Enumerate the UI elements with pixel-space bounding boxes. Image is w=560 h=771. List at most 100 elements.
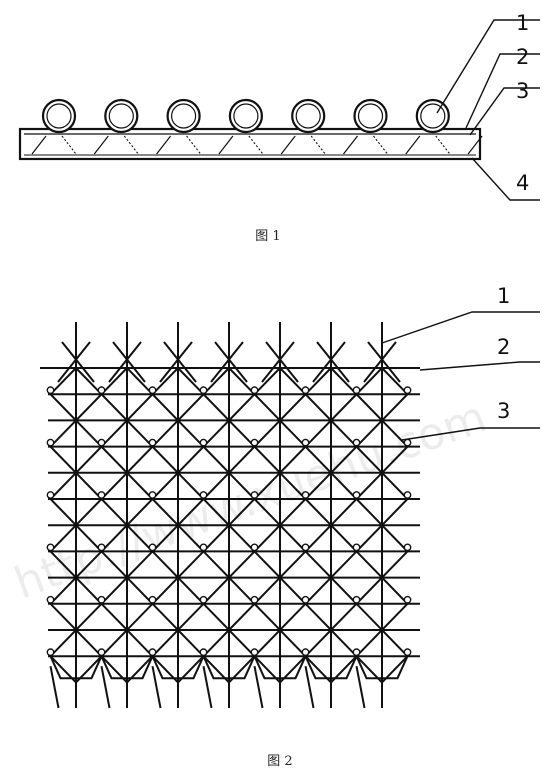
mesh-bottom-tail bbox=[253, 666, 264, 709]
hatch-solid bbox=[156, 135, 172, 155]
mesh-bottom-tail bbox=[151, 666, 162, 709]
leader-line bbox=[419, 361, 540, 371]
hatch-solid bbox=[343, 135, 358, 155]
mesh-bottom-tail bbox=[202, 666, 213, 709]
mesh-loop bbox=[403, 491, 412, 499]
mesh-loop bbox=[97, 648, 106, 657]
hatch-solid bbox=[93, 135, 109, 155]
leader-line bbox=[436, 19, 540, 114]
mesh-loop bbox=[301, 648, 310, 657]
figure-1-caption: 图 1 bbox=[255, 229, 280, 244]
fig2-label-1: 1 bbox=[497, 284, 510, 308]
figure-1-leader-lines bbox=[436, 19, 540, 201]
mesh-bottom-loop bbox=[100, 655, 154, 680]
hatch-dotted bbox=[123, 135, 139, 155]
fig2-label-3: 3 bbox=[497, 399, 510, 423]
mesh-bottom-loop bbox=[253, 655, 307, 680]
mesh-top-cross bbox=[316, 341, 350, 383]
mesh-loop bbox=[301, 491, 310, 499]
mesh-loop bbox=[97, 543, 106, 552]
figure-1-cross-section: 1 2 3 4 图 1 bbox=[18, 11, 540, 244]
mesh-loop bbox=[46, 491, 55, 499]
mesh-top-cross bbox=[367, 341, 401, 383]
mesh-diamond bbox=[49, 629, 103, 684]
leader-line bbox=[401, 427, 540, 441]
hatch-solid bbox=[467, 135, 483, 155]
leader-line bbox=[465, 53, 540, 129]
mesh-loop bbox=[46, 595, 55, 604]
mesh-loop bbox=[301, 438, 310, 447]
mesh-loop bbox=[148, 543, 157, 552]
mesh-loop bbox=[250, 543, 259, 552]
mesh-loop bbox=[199, 648, 208, 657]
tube bbox=[415, 98, 450, 134]
hatch-dotted bbox=[248, 135, 264, 155]
hatch-dotted bbox=[373, 135, 388, 155]
mesh-loop bbox=[352, 595, 361, 604]
mesh-loop bbox=[148, 386, 157, 395]
hatch-dotted bbox=[186, 135, 202, 155]
fig1-label-3: 3 bbox=[516, 79, 529, 103]
figure-2-mesh-plan: 1 2 3 图 2 bbox=[40, 284, 540, 769]
mesh-loop bbox=[352, 543, 361, 552]
mesh-bottom-loop bbox=[151, 655, 205, 680]
mesh-loop bbox=[97, 491, 106, 499]
mesh-loop bbox=[301, 543, 310, 552]
hatch-solid bbox=[405, 135, 421, 155]
tube-row bbox=[41, 98, 450, 134]
mesh-top-cross bbox=[163, 341, 197, 383]
mesh-top-cross bbox=[108, 341, 142, 383]
mesh-loop bbox=[301, 595, 310, 604]
mesh-loop bbox=[199, 438, 208, 447]
mesh-loop bbox=[148, 438, 157, 447]
plate-diagonal-hatching bbox=[31, 135, 483, 155]
mesh-loop bbox=[46, 543, 55, 552]
mesh-top-cross bbox=[57, 341, 91, 383]
mesh-loop bbox=[46, 438, 55, 447]
mesh-diamond bbox=[253, 629, 307, 684]
mesh-loop bbox=[97, 595, 106, 604]
mesh-loop bbox=[250, 595, 259, 604]
mesh-loop bbox=[250, 386, 259, 395]
mesh-top-cross bbox=[61, 341, 95, 383]
tube bbox=[291, 98, 326, 134]
mesh-grid bbox=[40, 322, 420, 709]
tube bbox=[353, 98, 388, 134]
mesh-loop bbox=[250, 491, 259, 499]
mesh-loop bbox=[403, 386, 412, 395]
mesh-bottom-tail bbox=[100, 666, 111, 709]
leader-line bbox=[381, 311, 540, 344]
mesh-loop bbox=[148, 648, 157, 657]
fig1-label-1: 1 bbox=[516, 11, 529, 35]
mesh-top-cross bbox=[312, 341, 346, 383]
mesh-loop bbox=[352, 386, 361, 395]
mesh-diamond bbox=[304, 629, 358, 684]
mesh-top-cross bbox=[265, 341, 299, 383]
hatch-dotted bbox=[435, 135, 451, 155]
mesh-top-cross bbox=[363, 341, 397, 383]
tube bbox=[41, 98, 77, 134]
mesh-loop bbox=[403, 648, 412, 657]
hatch-dotted bbox=[61, 135, 77, 155]
leader-line bbox=[471, 157, 540, 201]
mesh-diamond bbox=[151, 629, 205, 684]
mesh-bottom-loop bbox=[202, 655, 256, 680]
mesh-diamond bbox=[355, 629, 409, 684]
mesh-loop bbox=[199, 491, 208, 499]
mesh-loop bbox=[46, 648, 55, 657]
mesh-diamond bbox=[202, 629, 256, 684]
mesh-top-cross bbox=[210, 341, 244, 383]
mesh-loop bbox=[199, 386, 208, 395]
mesh-loop bbox=[46, 386, 55, 395]
mesh-loop bbox=[403, 543, 412, 552]
mesh-diamond bbox=[100, 629, 154, 684]
hatch-dotted bbox=[310, 135, 326, 155]
mesh-bottom-loop bbox=[49, 655, 103, 680]
mesh-loop bbox=[97, 386, 106, 395]
tube bbox=[104, 98, 139, 134]
figure-2-caption: 图 2 bbox=[267, 754, 292, 769]
mesh-loop bbox=[97, 438, 106, 447]
figure-2-leader-lines bbox=[381, 311, 540, 441]
mesh-bottom-tail bbox=[304, 666, 315, 709]
